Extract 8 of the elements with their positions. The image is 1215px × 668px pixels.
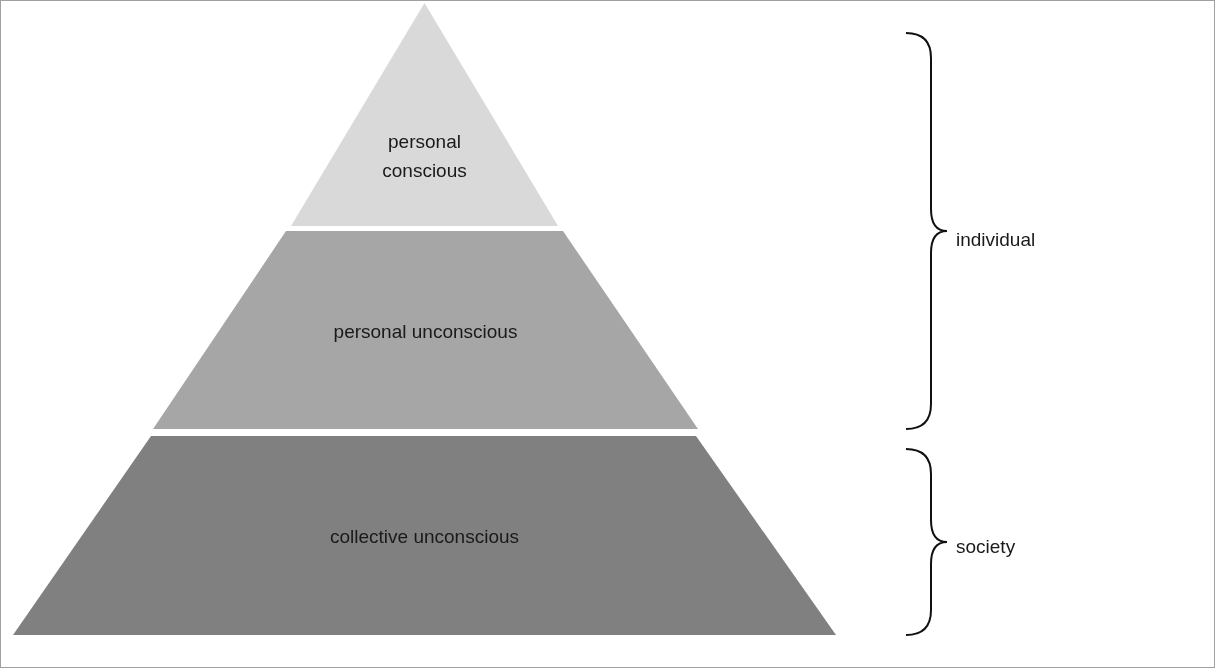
- tier-label: personal unconscious: [332, 320, 519, 344]
- pyramid-tier: [13, 436, 836, 635]
- brace-label: society: [956, 536, 1016, 558]
- pyramid-tier: [291, 3, 558, 226]
- tier-label: collective unconscious: [328, 525, 520, 549]
- tier-label: personal conscious: [381, 130, 468, 184]
- pyramid-tier: [153, 231, 698, 429]
- brace-label: individual: [956, 229, 1036, 251]
